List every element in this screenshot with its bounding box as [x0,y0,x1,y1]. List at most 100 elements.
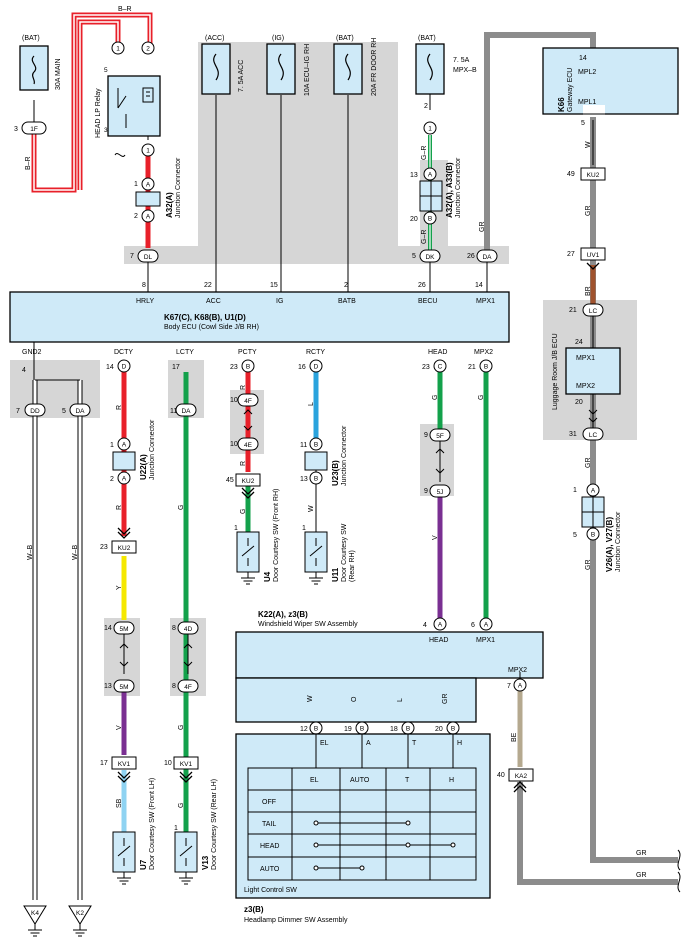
fuse-mpx-b-label-1: 7. 5A [453,57,470,64]
u11-desc2: (Rear RH) [349,550,356,582]
wire-br-jb-label: BR [585,286,592,296]
svg-text:D: D [122,364,127,371]
svg-text:A: A [438,622,443,629]
u7-desc: Door Courtesy SW (Front LH) [149,778,156,870]
switch-out-h: H [457,740,462,747]
power-ig-label: (IG) [272,35,284,42]
table-row-off: OFF [262,799,276,806]
u22-desc: Junction Connector [149,419,156,480]
svg-text:31: 31 [569,431,577,438]
connector-da-top: 26 DA [467,249,498,263]
svg-text:45: 45 [226,477,234,484]
junction-u22: A 1 A 2 [110,437,136,485]
svg-text:KU2: KU2 [242,478,255,485]
gateway-code: K66 [557,97,566,112]
ecu-pin-becu: BECU [418,298,437,305]
svg-text:B: B [484,364,488,371]
headlamp-assembly-name: Headlamp Dimmer SW Assembly [244,917,348,924]
a32a33b-wire-1: G–R [421,146,428,160]
svg-text:DA: DA [181,408,191,415]
wire-r-pcty-label-2: R [240,461,247,466]
svg-text:5F: 5F [436,433,444,440]
connector-1f: 3 1F [14,121,47,135]
svg-text:A: A [591,488,596,495]
svg-text:13: 13 [104,683,112,690]
ecu-pin-hrly: HRLY [136,298,154,305]
svg-text:10: 10 [230,397,238,404]
ground-k4: K4 [23,905,47,937]
wiper-head-pin: 4 A [423,617,447,631]
svg-text:KV1: KV1 [118,761,131,768]
junction-u23: 11 B 13 B [300,437,328,485]
switch-v13: 1 [174,825,198,885]
svg-text:19: 19 [344,726,352,733]
jb-mpx1: MPX1 [576,355,595,362]
switch-u7 [112,831,136,885]
wire-g-head-label: G [432,395,439,400]
u23-name: U23(B) [331,460,340,486]
ecu-pin-batb: BATB [338,298,356,305]
svg-text:2: 2 [146,46,150,53]
svg-text:C: C [438,364,443,371]
svg-text:1: 1 [302,525,306,532]
svg-text:5: 5 [412,253,416,260]
ecu-pin-gnd2: GND2 [22,349,42,356]
svg-text:21: 21 [468,364,476,371]
svg-text:3: 3 [14,126,18,133]
svg-text:14: 14 [106,364,114,371]
svg-text:14: 14 [104,625,112,632]
svg-text:20: 20 [410,216,418,223]
ecu-pin-batb-no: 2 [344,282,348,289]
svg-text:1: 1 [116,46,120,53]
connector-uv1: 27 UV1 [567,247,606,270]
svg-text:5J: 5J [437,489,444,496]
svg-text:DL: DL [144,254,153,261]
head-lp-relay [107,75,161,157]
wire-g-pcty-label: G [240,509,247,514]
svg-text:B: B [591,532,595,539]
ecu-pin-acc-no: 22 [204,282,212,289]
power-acc-label: (ACC) [205,35,224,42]
svg-text:B: B [360,726,364,733]
ecu-pin-becu-no: 26 [418,282,426,289]
svg-text:17: 17 [100,760,108,767]
wire-g-mpx2-label: G [478,395,485,400]
svg-text:A: A [122,442,127,449]
wiper-wire-l: L [397,698,404,702]
svg-text:2: 2 [424,103,428,110]
gateway-pin-5: 5 [581,120,585,127]
wire-gr-loop [484,32,678,863]
fuse-ig-label: 10A ECU–IG RH [304,44,311,96]
relay-pin-5: 5 [104,67,108,74]
svg-text:5M: 5M [119,684,128,691]
wire-gr-v26-label: GR [585,560,592,571]
svg-text:1F: 1F [30,126,38,133]
junction-a32a33b: 1 2 A 13 B 20 [410,103,443,225]
svg-text:4D: 4D [184,626,193,633]
svg-text:A: A [518,683,523,690]
wire-v-head-label: V [432,535,439,540]
svg-text:4F: 4F [244,398,252,405]
v13-code: V13 [201,855,210,870]
u11-code: U11 [331,567,340,582]
svg-text:A: A [146,214,151,221]
wiper-output-area [235,677,477,723]
connector-kv1-left: 17 KV1 [100,756,137,783]
pin-mpx2-b: 21 B [468,359,493,373]
wire-wb-label-1: W–B [27,545,34,561]
svg-text:1: 1 [110,442,114,449]
fuse-ig [266,43,296,95]
wire-g-lcty-label-2: G [178,725,185,730]
relay-pin-3: 3 [104,127,108,134]
table-col-h: H [449,777,454,784]
junction-a32a: A 1 A 2 [134,177,161,223]
wiper-pin-head: HEAD [429,637,448,644]
power-bat1-label: (BAT) [22,35,40,42]
fuse-acc-label: 7. 5A ACC [238,60,245,92]
table-row-auto: AUTO [260,866,280,873]
table-col-t: T [405,777,410,784]
power-bat4-label: (BAT) [418,35,436,42]
ecu-pin-dcty: DCTY [114,349,133,356]
a32a33b-wire-2: G–R [421,230,428,244]
svg-text:20: 20 [435,726,443,733]
